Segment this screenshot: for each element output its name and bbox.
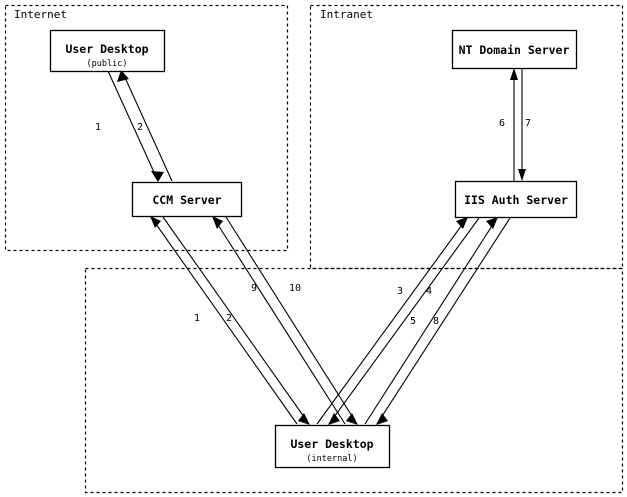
iis-auth-server-title: IIS Auth Server [464,193,568,207]
zone-internal-boundary [84,267,624,494]
step-label-9: 9 [251,283,257,294]
user-desktop-internal-subtitle: (internal) [306,454,357,464]
user-desktop-public-box[interactable] [49,29,166,73]
arrowhead-2-ccm-to-internal [298,413,310,425]
step-label-5: 5 [410,316,416,327]
zone-internet-label: Internet [14,8,67,21]
nt-domain-server-box[interactable] [451,29,578,70]
arrowhead-5-internal-to-iis [486,217,498,229]
step-labels: 1 2 6 7 9 10 1 2 3 4 5 8 [95,118,531,327]
user-desktop-internal-box[interactable] [274,424,391,469]
arrowhead-3-internal-to-iis [456,217,468,229]
conn-line-4-down [328,217,480,425]
step-label-1-public: 1 [95,122,101,133]
zone-intranet-boundary [309,4,624,270]
node-iis-auth-server[interactable]: IIS Auth Server [454,180,578,219]
zone-internet: Internet [4,4,289,252]
user-desktop-public-title: User Desktop [65,42,148,56]
step-label-7: 7 [525,118,531,129]
ccm-server-title: CCM Server [152,193,221,207]
conn-internal-desktop-iis-5-8 [364,217,511,425]
step-label-8: 8 [433,316,439,327]
step-label-3: 3 [397,286,403,297]
conn-iis-nt-domain [510,68,526,181]
conn-internal-desktop-ccm-1-2 [150,216,310,425]
conn-line-1-public-down [107,70,159,182]
step-label-6: 6 [499,118,505,129]
conn-line-9-up [212,216,346,425]
conn-internal-desktop-iis-3-4 [316,217,480,425]
arrowhead-4-iis-to-internal [328,413,340,425]
conn-line-2-internal-down [162,216,310,425]
conn-public-desktop-ccm [107,70,173,182]
ccm-server-box[interactable] [131,181,243,218]
step-label-1-internal: 1 [194,313,200,324]
zone-intranet: Intranet [309,4,624,270]
node-ccm-server[interactable]: CCM Server [131,181,243,218]
arrowhead-9-internal-to-ccm [212,216,223,229]
node-user-desktop-internal[interactable]: User Desktop (internal) [274,424,391,469]
user-desktop-public-subtitle: (public) [87,59,128,69]
arrowhead-7-nt-to-iis [518,169,526,181]
zone-intranet-label: Intranet [320,8,373,21]
conn-line-1-internal-up [150,216,298,425]
arrowhead-8-iis-to-internal [376,413,388,425]
conn-internal-desktop-ccm-9-10 [212,216,358,425]
step-label-2-public: 2 [137,122,143,133]
arrowhead-1-public-to-ccm [151,171,164,182]
arrowhead-1-internal-to-ccm [150,216,161,228]
arrowhead-10-ccm-to-internal [346,413,358,425]
step-label-4: 4 [426,286,432,297]
zone-internet-boundary [4,4,289,252]
conn-line-3-up [316,217,468,425]
step-label-10: 10 [289,283,301,294]
node-user-desktop-public[interactable]: User Desktop (public) [49,29,166,73]
step-label-2-internal: 2 [226,313,232,324]
iis-auth-server-box[interactable] [454,180,578,219]
conn-line-10-down [225,216,358,425]
node-nt-domain-server[interactable]: NT Domain Server [451,29,578,70]
user-desktop-internal-title: User Desktop [290,437,373,451]
zone-internal-network [84,267,624,494]
conn-line-2-public-up [121,70,173,182]
arrowhead-6-iis-to-nt [510,68,518,80]
conn-line-5-up [364,217,498,425]
arrowhead-2-ccm-to-public [117,70,129,82]
nt-domain-server-title: NT Domain Server [459,43,570,57]
conn-line-8-down [376,217,511,425]
